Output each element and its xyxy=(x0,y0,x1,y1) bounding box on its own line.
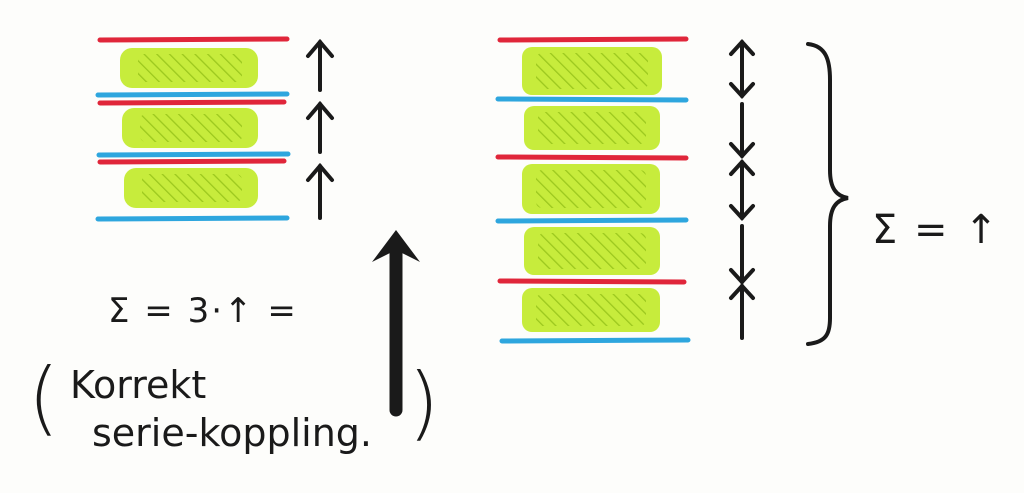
right-red-line-2 xyxy=(495,154,689,161)
left-stack xyxy=(95,36,291,222)
up-arrow-icon xyxy=(306,162,334,220)
left-blue-line-1 xyxy=(95,91,290,98)
up-down-arrow-icon xyxy=(729,159,755,221)
right-blue-line-1 xyxy=(495,96,689,103)
left-red-line-3 xyxy=(97,158,287,165)
left-red-line-2 xyxy=(97,99,287,106)
right-red-line-3 xyxy=(497,278,687,285)
left-stack-bottom-line xyxy=(95,215,290,222)
right-cell-3-hatch xyxy=(536,170,646,208)
down-arrow-icon xyxy=(729,102,755,159)
up-arrow-icon xyxy=(729,283,755,340)
right-blue-line-2 xyxy=(495,217,689,224)
sum-right-label: Σ = ↑ xyxy=(872,207,1000,253)
left-blue-line-2 xyxy=(96,151,291,158)
big-up-arrow-icon xyxy=(372,230,420,417)
up-arrow-icon xyxy=(306,38,334,92)
left-arrows xyxy=(306,38,334,220)
paren-close-icon: ) xyxy=(408,356,439,449)
left-cell-1-hatch xyxy=(138,54,242,82)
right-cell-1-hatch xyxy=(536,53,648,89)
paren-line-1: Korrekt xyxy=(70,363,206,407)
right-stack xyxy=(495,36,691,344)
sum-left-label: Σ = 3·↑ = xyxy=(108,291,298,331)
left-cell-2-hatch xyxy=(140,114,242,142)
up-down-arrow-icon xyxy=(729,39,755,99)
paren-open-icon: ( xyxy=(28,351,59,444)
paren-line-2: serie-koppling. xyxy=(92,411,372,455)
right-cell-5-hatch xyxy=(536,294,646,326)
right-cell-2-hatch xyxy=(538,112,646,144)
left-cell-3-hatch xyxy=(142,174,242,202)
right-arrows xyxy=(729,39,755,340)
right-blue-line-3 xyxy=(499,337,691,344)
right-cell-4-hatch xyxy=(538,233,646,269)
left-stack-top-line xyxy=(97,36,290,43)
paren-note: ( Korrekt serie-koppling. ) xyxy=(28,351,439,455)
down-arrow-icon xyxy=(729,224,755,285)
right-red-line-1 xyxy=(497,36,689,43)
up-arrow-icon xyxy=(306,100,334,154)
right-brace-icon xyxy=(806,42,849,346)
